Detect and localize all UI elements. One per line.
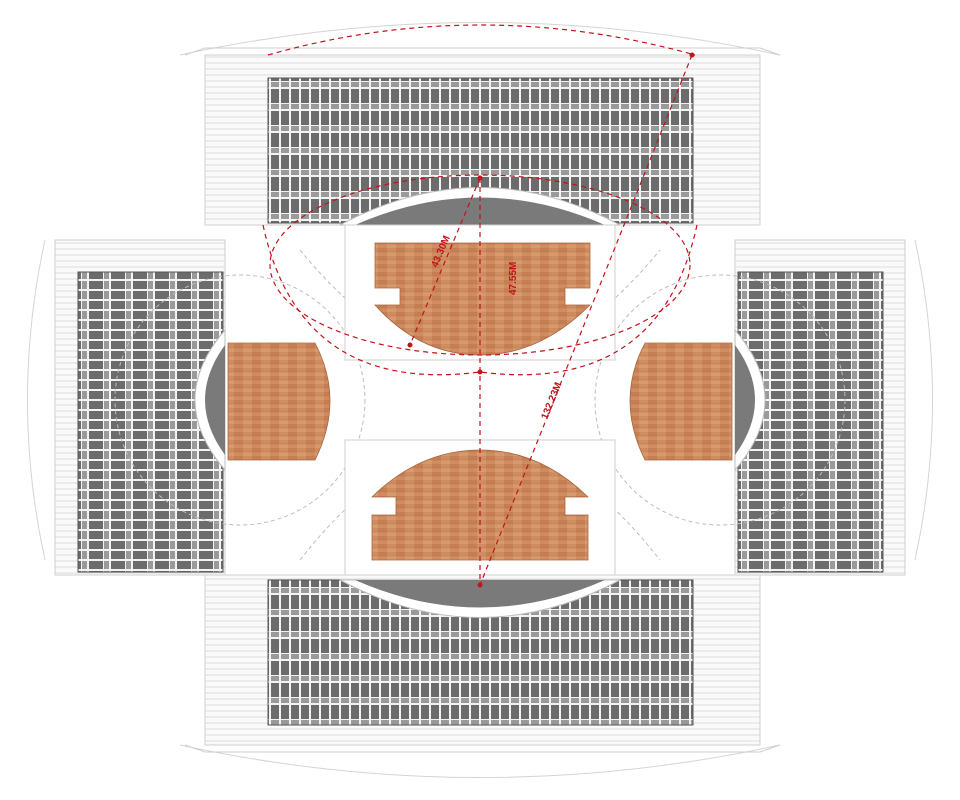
dimension-line-43 — [409, 177, 481, 346]
dimension-label-47: 47.55M — [508, 262, 519, 295]
court-top — [344, 224, 616, 361]
site-outline — [27, 22, 933, 778]
dimension-ellipse-inner — [269, 174, 691, 356]
dimension-label-132: 132.23M — [540, 381, 565, 421]
building-bottom — [184, 574, 781, 753]
court-left — [227, 342, 331, 461]
court-right — [629, 342, 733, 461]
building-left — [54, 239, 226, 576]
dimension-arc-outer — [267, 24, 696, 56]
building-right — [734, 239, 906, 576]
dimension-points — [407, 52, 695, 588]
building-top — [184, 47, 781, 226]
dimension-lines — [262, 24, 698, 586]
